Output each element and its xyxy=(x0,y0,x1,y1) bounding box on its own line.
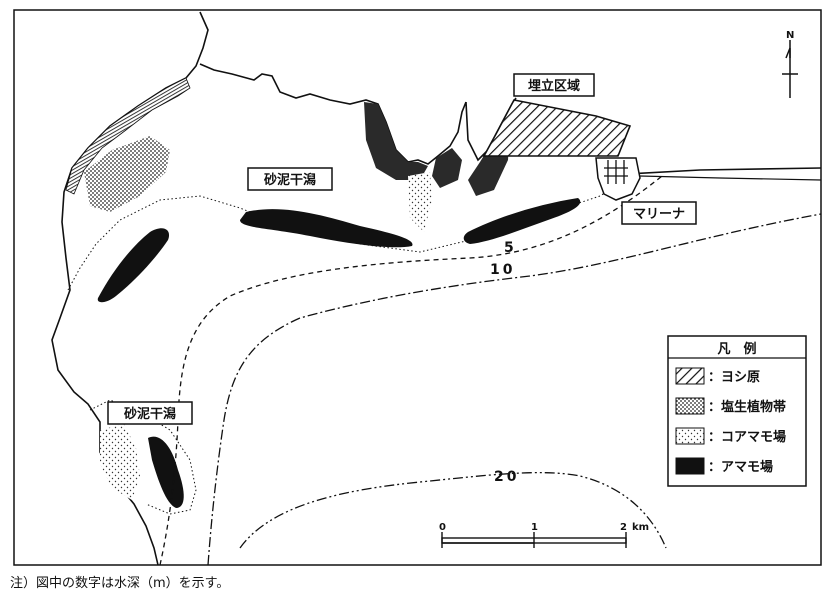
eelgrass-bed-4 xyxy=(148,436,184,508)
depth-contour-20 xyxy=(239,471,667,549)
marina-basin xyxy=(595,157,641,201)
reclaimed-area xyxy=(482,99,632,157)
legend-swatch-dense-dots xyxy=(675,397,705,415)
label-marina: マリーナ xyxy=(633,207,685,222)
reed-bed-channel xyxy=(432,148,462,188)
legend-label-reed: ：ヨシ原 xyxy=(708,370,760,385)
figure-note: 注）図中の数字は水深（m）を示す。 xyxy=(10,576,230,591)
scale-bar xyxy=(441,532,627,548)
scale-tick-1: 1 xyxy=(531,522,538,533)
map-frame xyxy=(13,9,822,566)
legend-swatch-sparse-dots xyxy=(675,427,705,445)
legend: 凡 例 ：ヨシ原 ：塩生植物帯 ：コアマモ場 ：アマモ場 xyxy=(667,335,807,487)
eelgrass-bed-1 xyxy=(240,209,413,248)
north-label: N xyxy=(786,30,794,41)
label-box-tidal-flat-south xyxy=(107,401,193,425)
dwarf-eelgrass-bed-1 xyxy=(408,172,432,232)
marina-piers xyxy=(604,160,628,184)
marina-breakwater xyxy=(627,167,822,175)
reed-bed-north xyxy=(364,102,428,180)
scale-tick-0: 0 xyxy=(439,522,446,533)
label-box-reclaimed-area xyxy=(513,73,595,97)
legend-title: 凡 例 xyxy=(717,341,756,357)
coastline-north xyxy=(199,63,467,165)
legend-label-salt-marsh: ：塩生植物帯 xyxy=(708,399,786,415)
label-box-marina xyxy=(621,201,697,225)
depth-label-10: 10 xyxy=(490,262,515,278)
depth-label-20: 20 xyxy=(494,469,519,485)
label-tidal-flat-south: 砂泥干潟 xyxy=(123,406,176,422)
depth-contour-5 xyxy=(159,175,663,566)
legend-swatch-hatch xyxy=(675,367,705,385)
depth-contour-10 xyxy=(207,213,822,566)
dwarf-eelgrass-bed-2 xyxy=(100,424,140,500)
label-tidal-flat-north: 砂泥干潟 xyxy=(263,172,316,188)
north-arrow-icon xyxy=(782,40,798,98)
marina-shore xyxy=(639,175,822,181)
legend-swatch-solid xyxy=(675,457,705,475)
depth-label-5: 5 xyxy=(504,240,517,256)
scale-tick-2: 2 xyxy=(620,522,627,533)
eelgrass-bed-3 xyxy=(97,228,170,303)
reed-bed-west xyxy=(65,77,191,195)
label-reclaimed-area: 埋立区域 xyxy=(528,78,580,94)
legend-label-eelgrass: ：アマモ場 xyxy=(708,459,773,475)
legend-label-dwarf-eelgrass: ：コアマモ場 xyxy=(708,429,786,445)
label-box-tidal-flat-north xyxy=(247,167,333,191)
salt-marsh-west xyxy=(84,136,170,212)
scale-unit: km xyxy=(632,522,649,533)
eelgrass-bed-2 xyxy=(463,198,581,244)
